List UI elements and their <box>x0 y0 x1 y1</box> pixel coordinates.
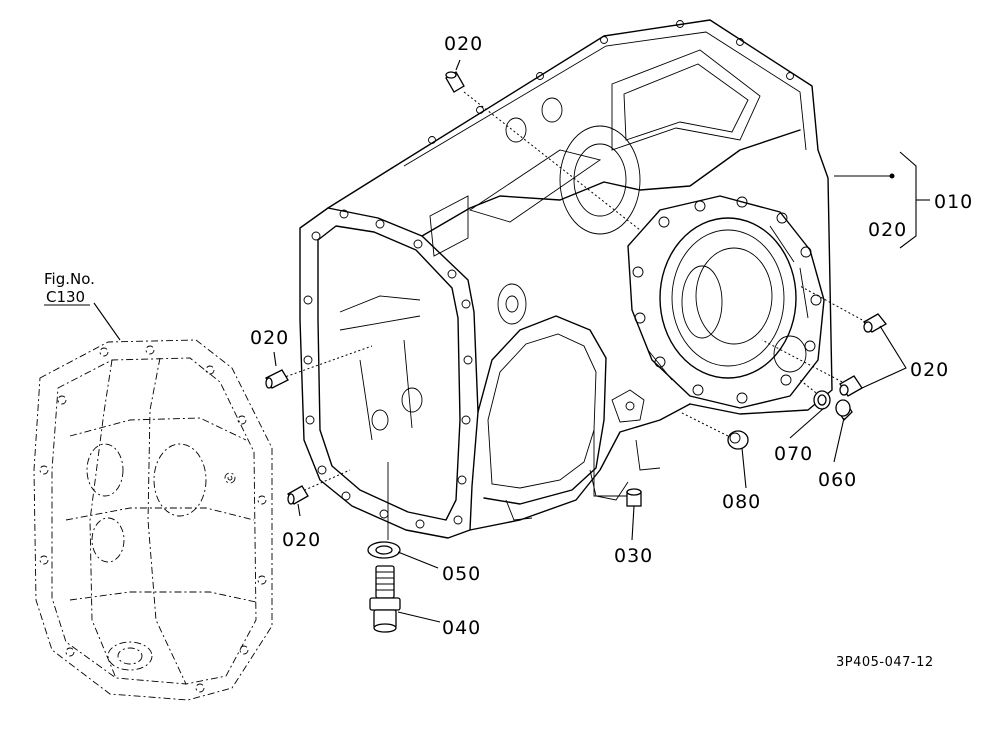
callout-020-left: 020 <box>250 327 289 349</box>
callout-060: 060 <box>818 469 857 491</box>
callout-020-bracket: 020 <box>868 219 907 241</box>
straight-pin-icon <box>863 313 887 333</box>
callout-030: 030 <box>614 545 653 567</box>
callout-020-bottom: 020 <box>282 529 321 551</box>
callout-080: 080 <box>722 491 761 513</box>
alignment-lines <box>281 91 890 540</box>
callout-010: 010 <box>934 191 973 213</box>
mating-housing-drawing <box>33 339 273 701</box>
drawing-code: 3P405-047-12 <box>836 655 934 670</box>
callout-050: 050 <box>442 563 481 585</box>
straight-pin-icon <box>839 375 863 397</box>
leader-lines <box>93 59 930 623</box>
straight-pin-icon <box>445 71 465 93</box>
straight-pin-icon <box>265 369 289 389</box>
relief-valve-icon <box>369 565 401 633</box>
callout-070: 070 <box>774 443 813 465</box>
gasket-washer-icon <box>813 390 831 410</box>
callout-040: 040 <box>442 617 481 639</box>
gasket-washer-icon <box>367 541 401 559</box>
transmission-case-drawing <box>299 19 833 539</box>
callout-020-top: 020 <box>444 33 483 55</box>
figure-ref-label: Fig.No. <box>44 270 95 288</box>
drain-plug-icon <box>835 399 853 422</box>
plug-icon <box>727 430 749 450</box>
straight-pin-icon <box>287 485 309 505</box>
figure-ref-code: C130 <box>46 288 85 306</box>
drain-plug-icon <box>626 488 642 507</box>
callout-020-right: 020 <box>910 359 949 381</box>
